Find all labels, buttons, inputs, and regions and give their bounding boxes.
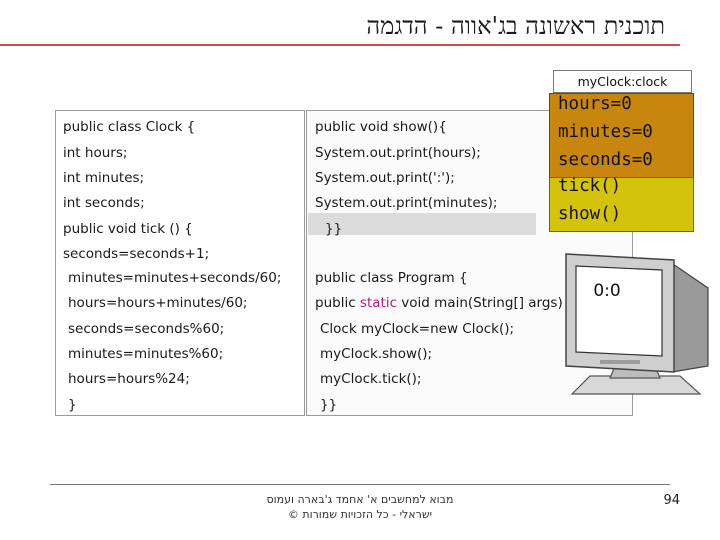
code-line: hours=hours+minutes/60; (68, 295, 248, 311)
code-line: public class Program { (315, 270, 468, 286)
code-line: minutes=minutes+seconds/60; (68, 270, 282, 286)
method-show: show() (558, 204, 622, 224)
computer-monitor-icon (565, 253, 709, 395)
code-line: int hours; (63, 145, 128, 161)
code-line: seconds=seconds+1; (63, 246, 210, 262)
code-line: } (68, 397, 77, 413)
page-number: 94 (663, 493, 680, 508)
code-token: public (315, 295, 360, 311)
code-line: public class Clock { (63, 119, 196, 135)
code-line: seconds=seconds%60; (68, 321, 225, 337)
main-signature-line: public static void main(String[] args) (315, 295, 563, 311)
code-line: System.out.print(':'); (315, 170, 455, 186)
object-fields-box: hours=0 minutes=0 seconds=0 (549, 93, 694, 179)
code-line: myClock.show(); (320, 346, 433, 362)
code-line: }} (325, 221, 343, 237)
static-keyword: static (359, 295, 397, 311)
field-minutes: minutes=0 (558, 122, 653, 142)
field-seconds: seconds=0 (558, 150, 653, 170)
closing-braces-highlight (308, 213, 536, 235)
code-line: }} (320, 397, 338, 413)
object-methods-box: tick() show() (549, 176, 694, 232)
code-line: int seconds; (63, 195, 145, 211)
code-token: void main(String[] args) (397, 295, 563, 311)
slide-title: תוכנית ראשונה בג'אווה - הדגמה (366, 12, 665, 40)
code-line: public void tick () { (63, 221, 193, 237)
footer-credit-line-1: מבוא למחשבים א' אחמד ג'בארה ועמוס (266, 493, 454, 506)
code-line: System.out.print(hours); (315, 145, 481, 161)
code-line: int minutes; (63, 170, 145, 186)
title-divider (0, 44, 680, 46)
code-line: System.out.print(minutes); (315, 195, 498, 211)
object-name-label: myClock:clock (553, 70, 692, 93)
code-line: myClock.tick(); (320, 371, 422, 387)
clock-class-code-panel (55, 110, 305, 416)
footer-divider (50, 484, 670, 485)
field-hours: hours=0 (558, 94, 632, 114)
code-line: Clock myClock=new Clock(); (320, 321, 515, 337)
code-line: hours=hours%24; (68, 371, 190, 387)
method-tick: tick() (558, 176, 622, 196)
monitor-output: 0:0 (593, 281, 621, 301)
code-line: public void show(){ (315, 119, 447, 135)
code-line: minutes=minutes%60; (68, 346, 224, 362)
footer-credit-line-2: ישראלי - כל הזכויות שמורות © (287, 508, 433, 521)
